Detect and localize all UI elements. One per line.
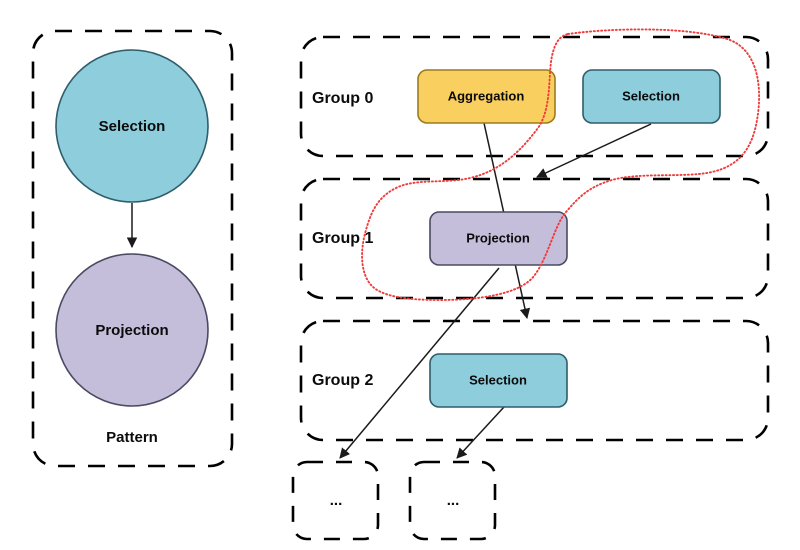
pattern-container <box>31 29 234 468</box>
group-2-label: Group 2 <box>312 372 373 389</box>
group-2[interactable]: Group 2 <box>299 319 770 442</box>
pattern-node-projection[interactable]: Projection <box>55 253 209 407</box>
group-0[interactable]: Group 0 <box>299 35 770 158</box>
continuation-right-label: ... <box>447 492 460 509</box>
aggregation-box-label: Aggregation <box>448 88 525 103</box>
edge-selection0-to-group1 <box>536 123 652 178</box>
node-selection-group0[interactable]: Selection <box>582 69 721 124</box>
selection-box-group2[interactable] <box>429 353 568 408</box>
selection-box-group2-label: Selection <box>469 372 527 387</box>
selection-box-group0[interactable] <box>582 69 721 124</box>
group-0-label: Group 0 <box>312 90 373 107</box>
group-1-label: Group 1 <box>312 230 373 247</box>
group-0-container[interactable] <box>299 35 770 158</box>
continuation-left-label: ... <box>330 492 343 509</box>
node-projection-group1[interactable]: Projection <box>429 211 568 266</box>
edge-projection-to-continuation-left <box>339 267 500 459</box>
node-selection-group2[interactable]: Selection <box>429 353 568 408</box>
continuation-left-container[interactable] <box>291 460 380 541</box>
node-aggregation[interactable]: Aggregation <box>417 69 556 124</box>
edge-selection2-to-continuation-right <box>456 406 505 459</box>
group-2-container[interactable] <box>299 319 770 442</box>
pattern-panel: Selection Projection Pattern <box>31 29 234 468</box>
group-1-container[interactable] <box>299 177 770 300</box>
selection-circle-label: Selection <box>99 118 166 135</box>
projection-box-group1[interactable] <box>429 211 568 266</box>
match-region-outline <box>361 28 761 301</box>
graph-panel: Group 0 Group 1 Group 2 ... ... <box>291 28 770 541</box>
selection-box-group0-label: Selection <box>622 88 680 103</box>
projection-circle-label: Projection <box>95 322 168 339</box>
pattern-caption: Pattern <box>106 429 158 446</box>
projection-box-group1-label: Projection <box>466 230 530 245</box>
continuation-box-left[interactable]: ... <box>291 460 380 541</box>
continuation-right-container[interactable] <box>408 460 497 541</box>
continuation-box-right[interactable]: ... <box>408 460 497 541</box>
aggregation-box[interactable] <box>417 69 556 124</box>
group-1[interactable]: Group 1 <box>299 177 770 300</box>
pattern-node-selection[interactable]: Selection <box>55 49 209 203</box>
projection-circle[interactable] <box>55 253 209 407</box>
selection-circle[interactable] <box>55 49 209 203</box>
